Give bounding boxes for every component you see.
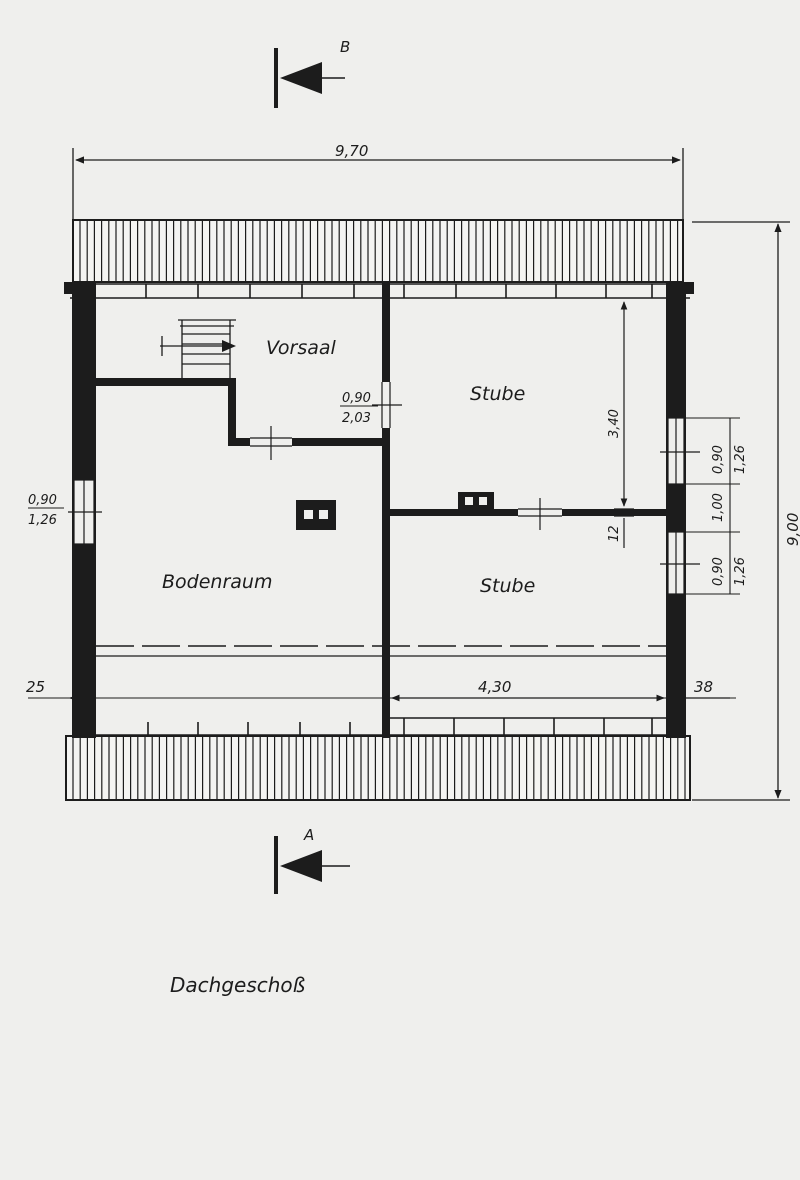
door-width: 0,90 [342,391,371,406]
right-window-lower-height: 1,26 [733,557,748,586]
room-label-stube-lower: Stube [480,575,535,597]
right-window-lower-width: 0,90 [711,557,726,586]
section-label-b: B [340,38,350,56]
overall-depth-label: 9,00 [784,513,800,546]
room-label-stube-upper: Stube [470,383,525,405]
section-marker-b: B [274,38,350,108]
overall-width-label: 9,70 [335,142,368,160]
roof-top [72,219,684,283]
room-depth-dimension: 3,40 12 [607,301,634,548]
room-label-bodenraum: Bodenraum [162,571,272,593]
room-label-vorsaal: Vorsaal [266,337,337,359]
right-window-upper-width: 0,90 [711,445,726,474]
overall-depth-dimension: 9,00 [692,221,800,801]
left-window-width: 0,90 [28,493,57,508]
right-pier-width: 1,00 [711,493,726,522]
door-height: 2,03 [342,411,371,426]
partition-thickness-label: 12 [607,525,622,542]
bottom-dimension-chain: 25 4,30 38 [26,678,736,702]
chimney-bodenraum [296,500,336,530]
section-marker-a: A [274,826,350,894]
bottom-rafter-band [90,717,670,736]
staircase [160,319,236,378]
roof-bottom [65,735,691,801]
chimney-stube [458,492,494,510]
vorsaal-door [250,426,292,460]
right-window-upper-height: 1,26 [733,445,748,474]
partition-door [518,498,562,530]
room-depth-label: 3,40 [607,409,622,438]
left-wall-thickness: 25 [26,678,45,696]
right-room-width: 4,30 [478,678,511,696]
top-rafter-band [70,283,690,299]
right-wall-thickness: 38 [694,678,713,696]
overall-width-dimension: 9,70 [72,142,684,222]
stube-door: 0,90 2,03 [340,382,402,428]
right-window-upper [660,417,700,485]
left-window: 0,90 1,26 [28,479,102,545]
section-label-a: A [303,826,314,844]
drawing-title: Dachgeschoß [170,973,305,997]
right-wall-dimension-labels: 0,90 1,26 1,00 0,90 1,26 [711,445,748,586]
left-window-height: 1,26 [28,513,57,528]
right-window-lower [660,531,700,595]
beam-line [96,645,666,657]
right-wall-dimension-chain [686,417,740,595]
